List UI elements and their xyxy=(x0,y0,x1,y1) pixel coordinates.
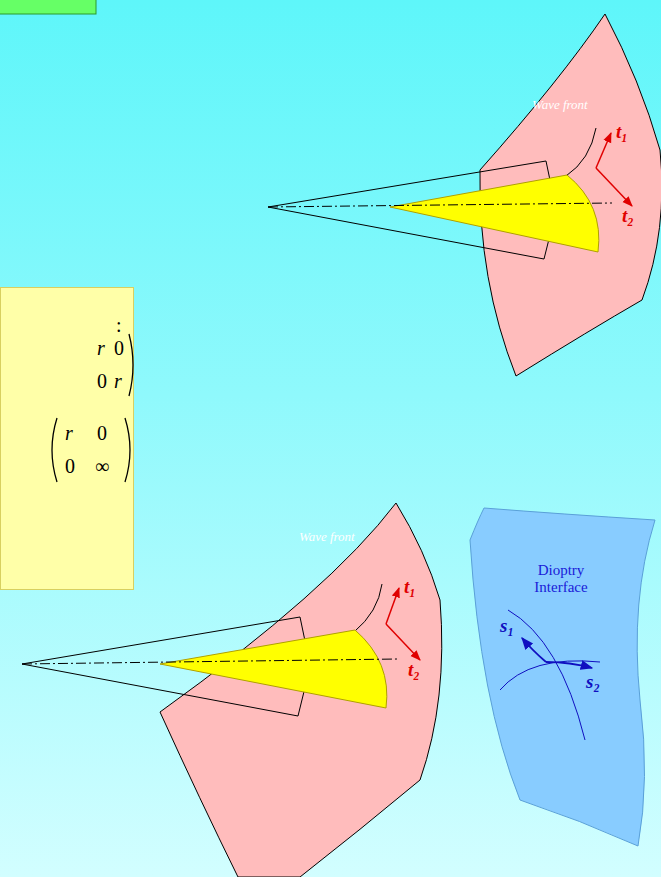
interface-panel: Dioptry Interface xyxy=(466,500,661,850)
highlight-bar xyxy=(0,0,96,14)
matrix-entry: r xyxy=(65,422,73,444)
matrix-entry: r xyxy=(114,370,122,392)
matrix-entry: 0 xyxy=(114,337,124,359)
matrix-entry: 0 xyxy=(97,422,107,444)
wave-front-panel: Wave front xyxy=(155,500,445,877)
panel-label: Wave front xyxy=(299,530,355,544)
formula-box: :r00rr00∞ xyxy=(0,287,134,590)
vector-label: t₁ xyxy=(404,577,416,596)
vector-label: t₂ xyxy=(622,206,634,225)
vector-label: t₁ xyxy=(616,122,628,141)
vector-label: s₁ xyxy=(500,616,514,635)
panel-outline xyxy=(466,12,661,378)
matrix-entry: 0 xyxy=(65,455,75,477)
matrix-entry: ∞ xyxy=(95,455,109,477)
matrix-entry: : xyxy=(116,314,122,336)
vector-label: t₂ xyxy=(408,660,420,679)
panel-outline xyxy=(155,500,445,877)
panel-label: Wave front xyxy=(532,98,588,112)
panel-outline xyxy=(466,500,661,850)
vector-label: s₂ xyxy=(586,672,600,691)
panel-label: Dioptry Interface xyxy=(516,562,606,595)
matrix-entry: 0 xyxy=(97,370,107,392)
matrix-entry: r xyxy=(97,337,105,359)
wave-front-panel: Wave front xyxy=(466,12,661,378)
